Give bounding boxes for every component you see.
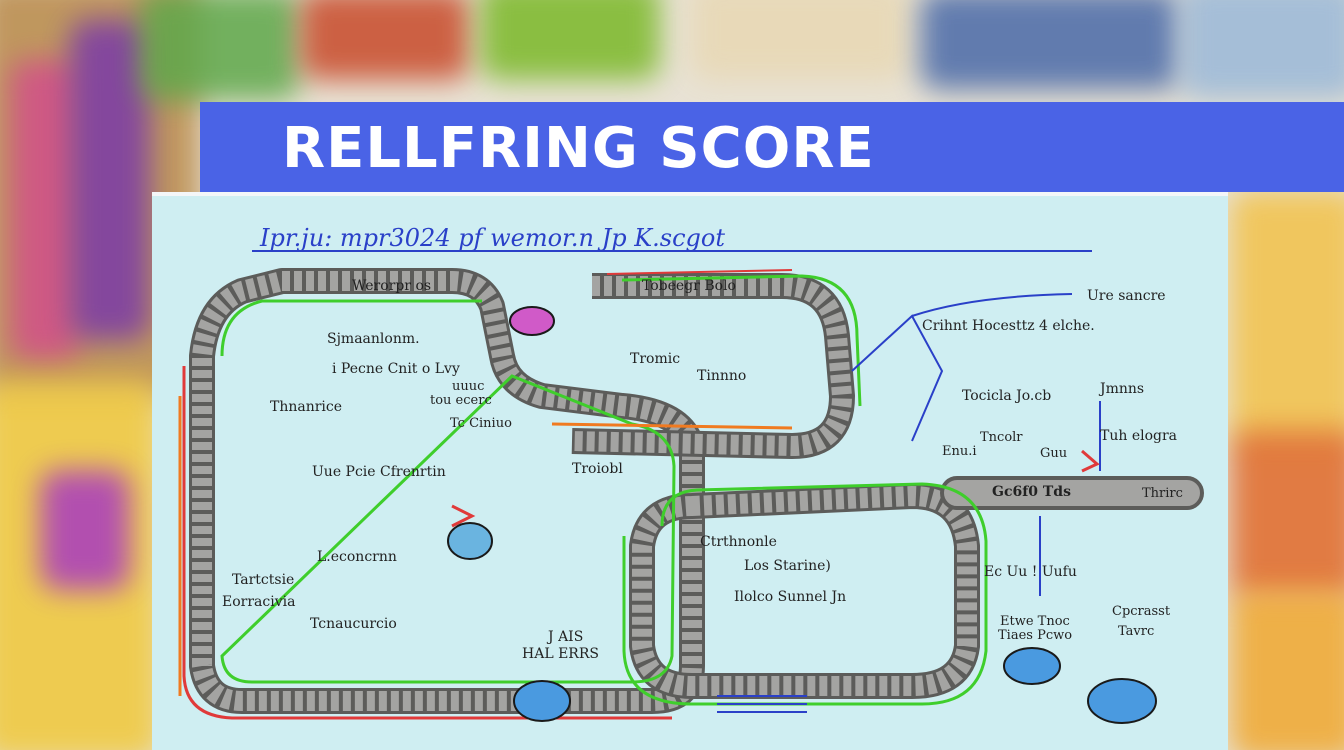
track-label-top-left: Werorpr os — [352, 278, 432, 294]
annotation: Jmnns — [1100, 381, 1145, 397]
annotation: Cpcrasst — [1112, 604, 1171, 619]
annotation: Thrirc — [1142, 486, 1183, 501]
diagram-subtitle: Ipr.ju: mpr3024 pf wemor.n Jp K.scgot — [260, 224, 725, 252]
annotation: Tncolr — [980, 430, 1023, 445]
race-track-diagram — [178, 250, 1204, 724]
car-marker — [1003, 647, 1061, 685]
diagram-sheet: Ipr.ju: mpr3024 pf wemor.n Jp K.scgot We… — [152, 196, 1228, 750]
annotation: Enu.i — [942, 444, 977, 459]
annotation: Tartctsie — [232, 572, 295, 588]
banner-title: RELLFRING SCORE — [282, 116, 875, 181]
track-upper-edge — [571, 273, 855, 459]
annotation: L.econcrnn — [317, 549, 397, 565]
track-label-top-middle: Tobeegr Bolo — [642, 278, 736, 294]
annotation: Ctrthnonle — [700, 534, 777, 550]
annotation: Thnanrice — [270, 399, 343, 415]
annotation: Tromic — [630, 351, 681, 367]
track-upper — [571, 276, 852, 456]
annotation: Ilolco Sunnel Jn — [734, 589, 847, 605]
annotation: Guu — [1040, 446, 1068, 461]
annotation: Crihnt Hocesttz 4 elche. — [922, 318, 1095, 334]
track-label-right-box: Gc6f0 Tds — [992, 484, 1071, 500]
car-marker — [509, 306, 555, 336]
red-racing-line-upper — [606, 269, 793, 275]
annotation: Tuh elogra — [1100, 428, 1178, 444]
annotation: Etwe Tnoc — [1000, 614, 1070, 629]
car-marker — [513, 680, 571, 722]
annotation: Ec Uu ! Uufu — [984, 564, 1077, 580]
annotation: J AIS — [548, 629, 584, 645]
track-left-loop-edge — [189, 268, 705, 714]
green-racing-line-left — [220, 299, 676, 684]
annotation: uuuc — [452, 379, 485, 394]
annotation: Tocicla Jo.cb — [962, 388, 1052, 404]
blue-guide-line — [851, 314, 944, 442]
annotation: Tavrc — [1118, 624, 1155, 639]
green-racing-line-right — [622, 482, 988, 706]
red-arrow — [451, 504, 476, 528]
annotation: Tinnno — [697, 368, 747, 384]
annotation: Tiaes Pcwo — [998, 628, 1073, 643]
annotation: Uue Pcie Cfrenrtin — [312, 464, 446, 480]
annotation: Tc Ciniuo — [450, 416, 512, 431]
track-right-loop — [632, 486, 977, 696]
annotation: tou ecerc — [430, 393, 492, 408]
annotation: Troiobl — [572, 461, 623, 477]
red-racing-line-left — [182, 366, 672, 720]
car-marker — [1087, 678, 1157, 724]
annotation: Sjmaanlonm. — [327, 331, 420, 347]
green-racing-line-upper — [621, 274, 862, 407]
annotation: HAL ERRS — [522, 646, 599, 662]
track-right-pill — [940, 476, 1204, 510]
annotation: Los Starine) — [744, 558, 831, 574]
red-arrow-2 — [1081, 449, 1100, 473]
blue-guide-line-2 — [911, 293, 1073, 317]
title-banner: RELLFRING SCORE — [200, 102, 1344, 192]
orange-racing-line-mid — [551, 422, 793, 430]
annotation: Tcnaucurcio — [310, 616, 397, 632]
annotation: Ure sancre — [1087, 288, 1166, 304]
annotation: i Pecne Cnit o Lvy — [332, 361, 460, 377]
car-marker — [447, 522, 493, 560]
annotation: Eorracivia — [222, 594, 296, 610]
track-left-loop — [192, 271, 702, 711]
